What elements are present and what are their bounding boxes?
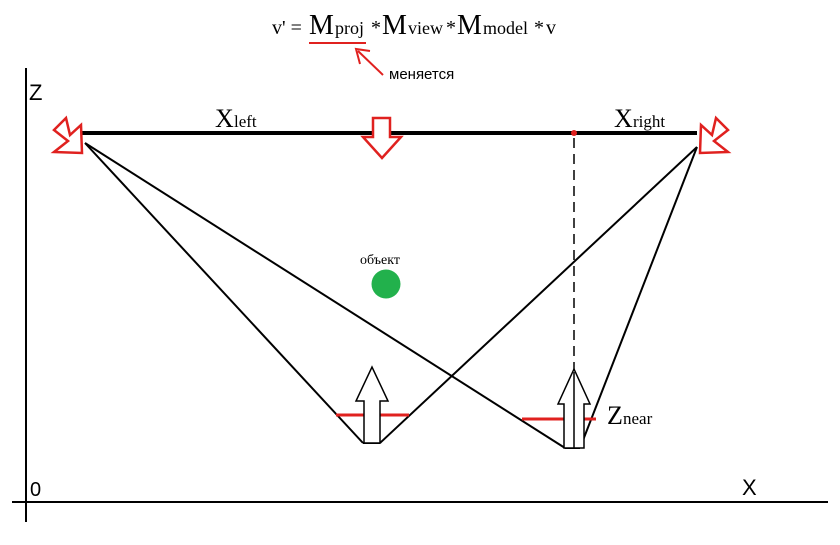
znear-sub: near [623,409,653,428]
xleft-main: X [215,104,234,133]
formula-m-proj: M [309,10,334,41]
xright-sub: right [633,112,665,131]
camera-up-arrow-icon [354,365,390,444]
formula-star-3: * [534,17,544,39]
formula-proj-sub: proj [335,18,364,38]
object-circle [371,269,401,299]
down-right-arrow-icon [698,115,732,155]
origin-label: 0 [30,479,41,501]
object-label: объект [360,253,400,268]
formula-view-sub: view [408,18,443,38]
formula-star-1: * [371,17,381,39]
formula-star-2: * [446,17,456,39]
xright-marker [571,130,577,136]
xright-main: X [614,104,633,133]
formula-v: v [546,17,556,39]
x-axis-label: X [742,475,757,500]
formula-lhs: v' = [272,17,302,39]
down-left-arrow-icon [50,115,84,155]
down-arrow-icon [360,116,404,160]
formula-model-sub: model [483,18,528,38]
camera-up-arrow-icon [556,367,592,449]
formula-m-model: M [457,10,482,41]
xleft-sub: left [234,112,257,131]
pointer-arrow-icon [354,47,384,76]
znear-main: Z [607,401,623,430]
formula: v' = M proj * M view * M model * v [272,10,556,41]
z-axis-label: Z [29,80,42,105]
formula-m-view: M [382,10,407,41]
changes-note: меняется [389,66,454,83]
